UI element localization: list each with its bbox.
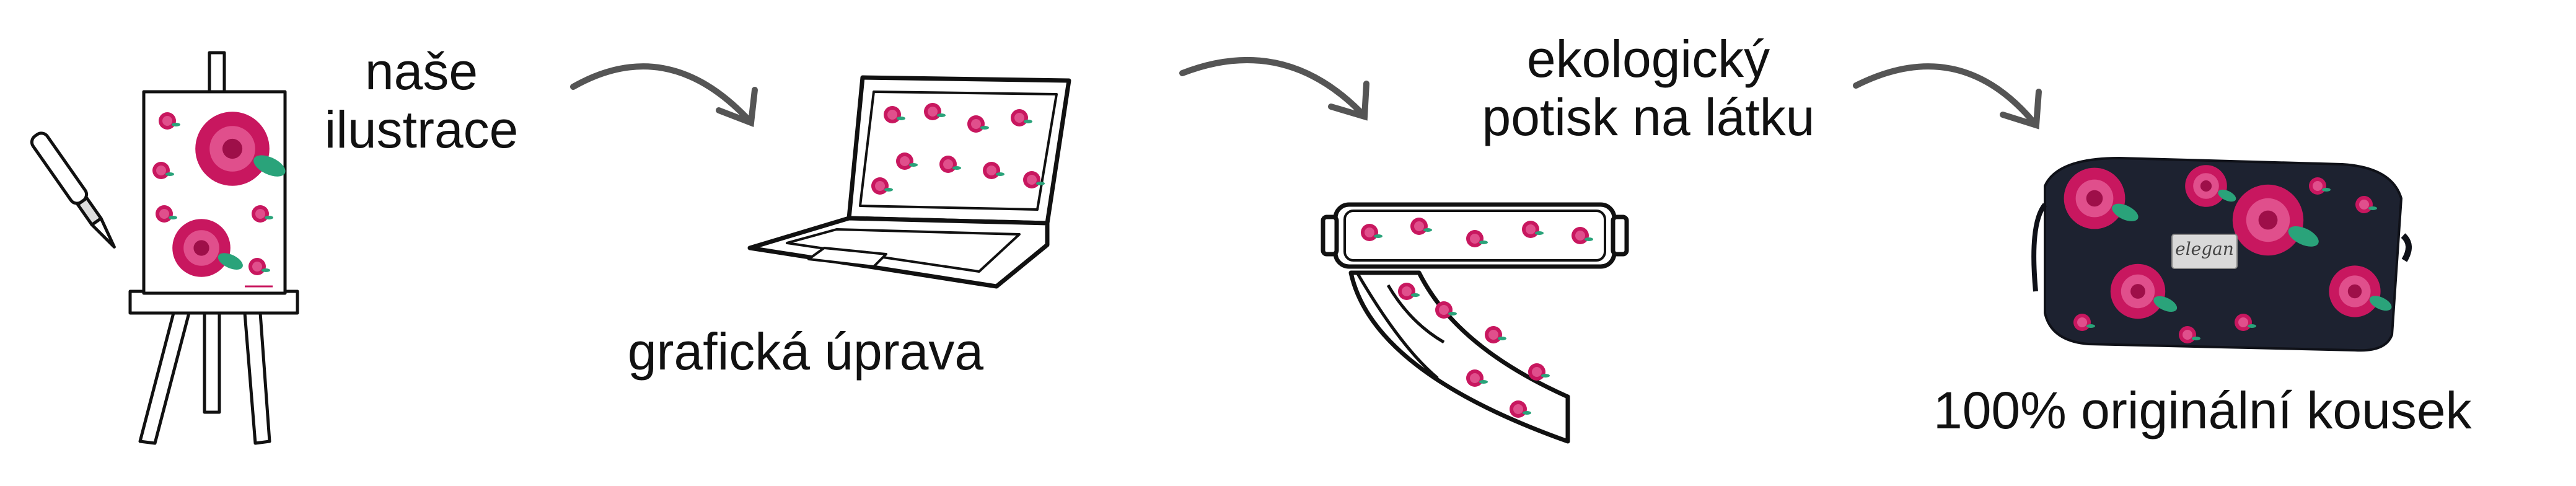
- arrow-1: [570, 63, 758, 127]
- easel-canvas-icon: [30, 51, 299, 445]
- laptop-icon: [747, 75, 1071, 289]
- step-original-label: 100% originální kousek: [1933, 381, 2472, 440]
- arrow-2: [1179, 56, 1369, 121]
- canvas-roses: [152, 112, 289, 288]
- cosmetic-bag-icon: [2031, 156, 2412, 352]
- step-illustration-line1: naše: [364, 42, 478, 100]
- step-eco-print-label: ekologický potisk na látku: [1456, 30, 1840, 146]
- step-eco-print-line1: ekologický: [1526, 30, 1770, 88]
- step-illustration-label: naše ilustrace: [310, 42, 533, 159]
- arrow-3: [1853, 63, 2042, 130]
- step-illustration-line2: ilustrace: [324, 100, 519, 159]
- step-graphic-edit-label: grafická úprava: [627, 322, 984, 381]
- step-eco-print-line2: potisk na látku: [1482, 88, 1815, 147]
- bag-brand-tag: elegan: [2175, 239, 2234, 259]
